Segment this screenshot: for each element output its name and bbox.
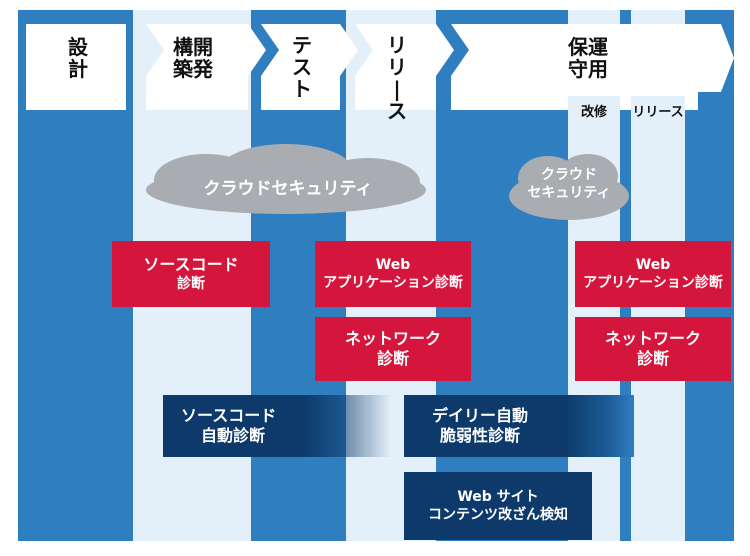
phase-chevron-hoshu (451, 24, 734, 110)
box-source-code-auto-line2: 自動診断 (201, 426, 266, 445)
cloud-small (509, 154, 629, 220)
phase-chevron-release (355, 24, 454, 110)
subphase-kaishu: 改修 (568, 96, 620, 124)
box-source-code-auto-diagnosis: ソースコード 自動診断 (163, 395, 391, 457)
box-web-app-diagnosis-2: Web アプリケーション診断 (575, 241, 731, 307)
box-source-code-diagnosis-line2: 診断 (177, 276, 205, 292)
box-source-code-diagnosis: ソースコード 診断 (112, 241, 270, 307)
phase-chevrons (26, 24, 734, 110)
phase-label-release: リ リ | ス (387, 33, 407, 123)
phase-chevron-kouchiku (146, 24, 266, 110)
phase-label-hoshu: 保運 守用 (568, 35, 608, 81)
box-web-app-diagnosis-2-line2: アプリケーション診断 (583, 275, 723, 291)
box-network-diagnosis-1-line2: 診断 (376, 349, 409, 368)
cloud-large (146, 144, 426, 214)
lifecycle-diagram: 設 計 構開 築発 テ ス ト リ リ | ス 保運 守用 改修 リリース クラ… (18, 10, 734, 541)
box-network-diagnosis-2: ネットワーク 診断 (575, 317, 731, 381)
box-source-code-diagnosis-line1: ソースコード (143, 255, 239, 274)
box-web-app-diagnosis-2-line1: Web (635, 257, 671, 273)
cloud-small-text: クラウド セキュリティ (527, 167, 611, 201)
box-web-content-tamper-detection: Web サイト コンテンツ改ざん検知 (404, 472, 592, 540)
phase-label-kouchiku: 構開 築発 (173, 35, 213, 81)
cloud-large-text: クラウドセキュリティ (203, 179, 373, 199)
phase-chevron-test (261, 24, 358, 110)
box-source-code-auto-line1: ソースコード (181, 406, 277, 425)
box-web-content-line1: Web サイト (457, 489, 539, 505)
box-network-diagnosis-1-line1: ネットワーク (344, 329, 441, 348)
phase-chevron-sekkei (26, 24, 126, 110)
box-network-diagnosis-1: ネットワーク 診断 (315, 317, 471, 381)
box-network-diagnosis-2-line1: ネットワーク (604, 329, 701, 348)
box-web-content-line2: コンテンツ改ざん検知 (428, 507, 568, 523)
phase-label-sekkei: 設 計 (68, 35, 88, 81)
box-web-app-diagnosis-1-line1: Web (375, 257, 411, 273)
box-daily-auto-vuln-diagnosis: デイリー自動 脆弱性診断 (404, 395, 634, 457)
box-daily-auto-line1: デイリー自動 (432, 406, 529, 425)
box-web-app-diagnosis-1-line2: アプリケーション診断 (323, 275, 463, 291)
box-web-app-diagnosis-1: Web アプリケーション診断 (315, 241, 471, 307)
box-daily-auto-line2: 脆弱性診断 (440, 426, 521, 445)
subphase-release: リリース (631, 96, 685, 124)
phase-label-test: テ ス ト (292, 33, 312, 101)
box-network-diagnosis-2-line2: 診断 (636, 349, 669, 368)
